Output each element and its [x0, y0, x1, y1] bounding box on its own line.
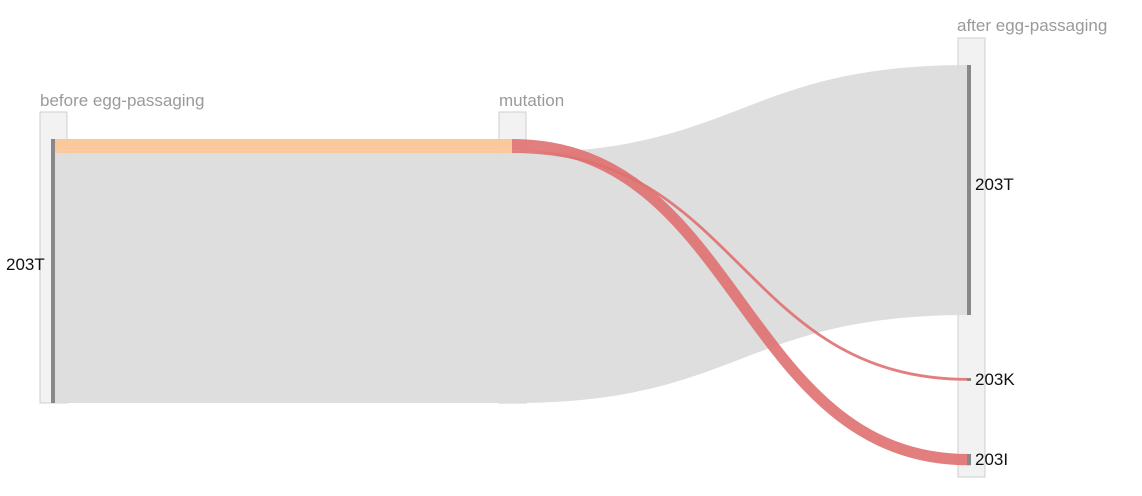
flows: [53, 65, 970, 466]
node-labels: 203T 203T 203K 203I: [6, 175, 1015, 469]
node-label-before-203T: 203T: [6, 255, 45, 274]
node-label-after-203I: 203I: [975, 450, 1008, 469]
flow-203T-to-203K: [511, 150, 970, 381]
node-label-after-203T: 203T: [975, 175, 1014, 194]
node-label-after-203K: 203K: [975, 370, 1015, 389]
node-bars: [51, 65, 971, 466]
node-bar-after-203K: [967, 378, 971, 381]
flow-band-203T-to-203K: [53, 150, 512, 154]
column-title-before: before egg-passaging: [40, 91, 204, 110]
node-bar-after-203T: [967, 65, 971, 315]
node-bar-after-203I: [967, 454, 971, 466]
column-titles: before egg-passaging mutation after egg-…: [40, 16, 1107, 110]
column-title-after: after egg-passaging: [957, 16, 1107, 35]
flow-band-203T-to-203I: [53, 139, 512, 151]
node-bar-before-203T: [51, 139, 55, 404]
column-title-mutation: mutation: [499, 91, 564, 110]
flow-203T-to-203I: [511, 139, 970, 466]
flow-203T-to-203T: [53, 65, 969, 404]
